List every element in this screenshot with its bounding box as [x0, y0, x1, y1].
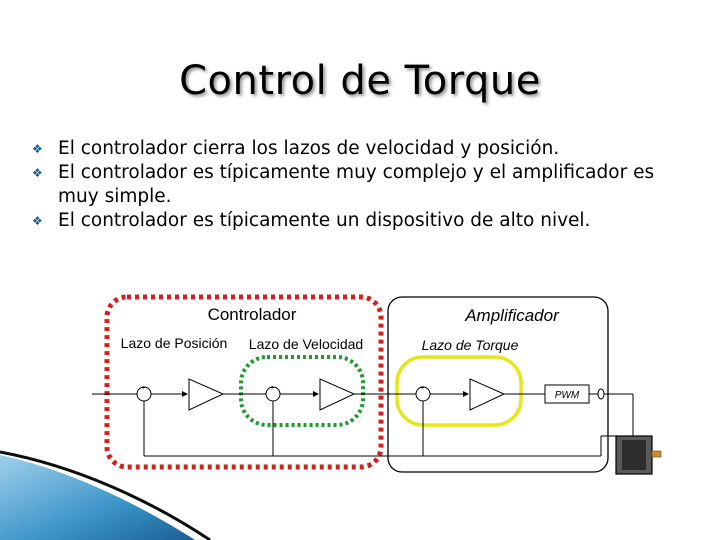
output-connector — [597, 388, 605, 400]
controlador-box — [104, 294, 384, 470]
lazo-torque-label: Lazo de Torque — [422, 337, 519, 353]
lazo-posicion-label: Lazo de Posición — [121, 335, 228, 351]
bullet-text: El controlador es típicamente un disposi… — [58, 210, 591, 231]
svg-text:+: + — [141, 385, 145, 392]
motor-shaft — [651, 450, 662, 458]
svg-text:+: + — [270, 385, 274, 392]
bullet-item: ❖ El controlador es típicamente muy comp… — [30, 161, 700, 209]
bullet-list: ❖ El controlador cierra los lazos de vel… — [30, 137, 700, 233]
bullet-icon: ❖ — [32, 214, 43, 228]
bullet-item: ❖ El controlador cierra los lazos de vel… — [30, 137, 700, 161]
amplificador-box — [387, 296, 609, 473]
decorative-swoosh — [0, 455, 195, 540]
motor-face — [622, 440, 646, 470]
svg-text:+: + — [420, 385, 424, 392]
controlador-label: Controlador — [208, 305, 297, 324]
bullet-item: ❖ El controlador es típicamente un dispo… — [30, 209, 700, 233]
velocity-gain-triangle — [319, 378, 356, 411]
pwm-label: PWM — [555, 390, 580, 401]
slide-title: Control de Torque — [179, 58, 541, 104]
bullet-text: El controlador es típicamente muy comple… — [58, 162, 655, 207]
bullet-icon: ❖ — [32, 142, 43, 156]
decorative-swoosh-line — [0, 450, 211, 540]
torque-gain-triangle — [469, 378, 506, 411]
lazo-velocidad-label: Lazo de Velocidad — [249, 336, 363, 352]
position-gain-triangle — [188, 378, 225, 411]
bullet-icon: ❖ — [32, 166, 43, 180]
amplificador-label: Amplificador — [464, 306, 560, 325]
bullet-text: El controlador cierra los lazos de veloc… — [58, 138, 560, 159]
torque-loop-box — [395, 355, 523, 427]
